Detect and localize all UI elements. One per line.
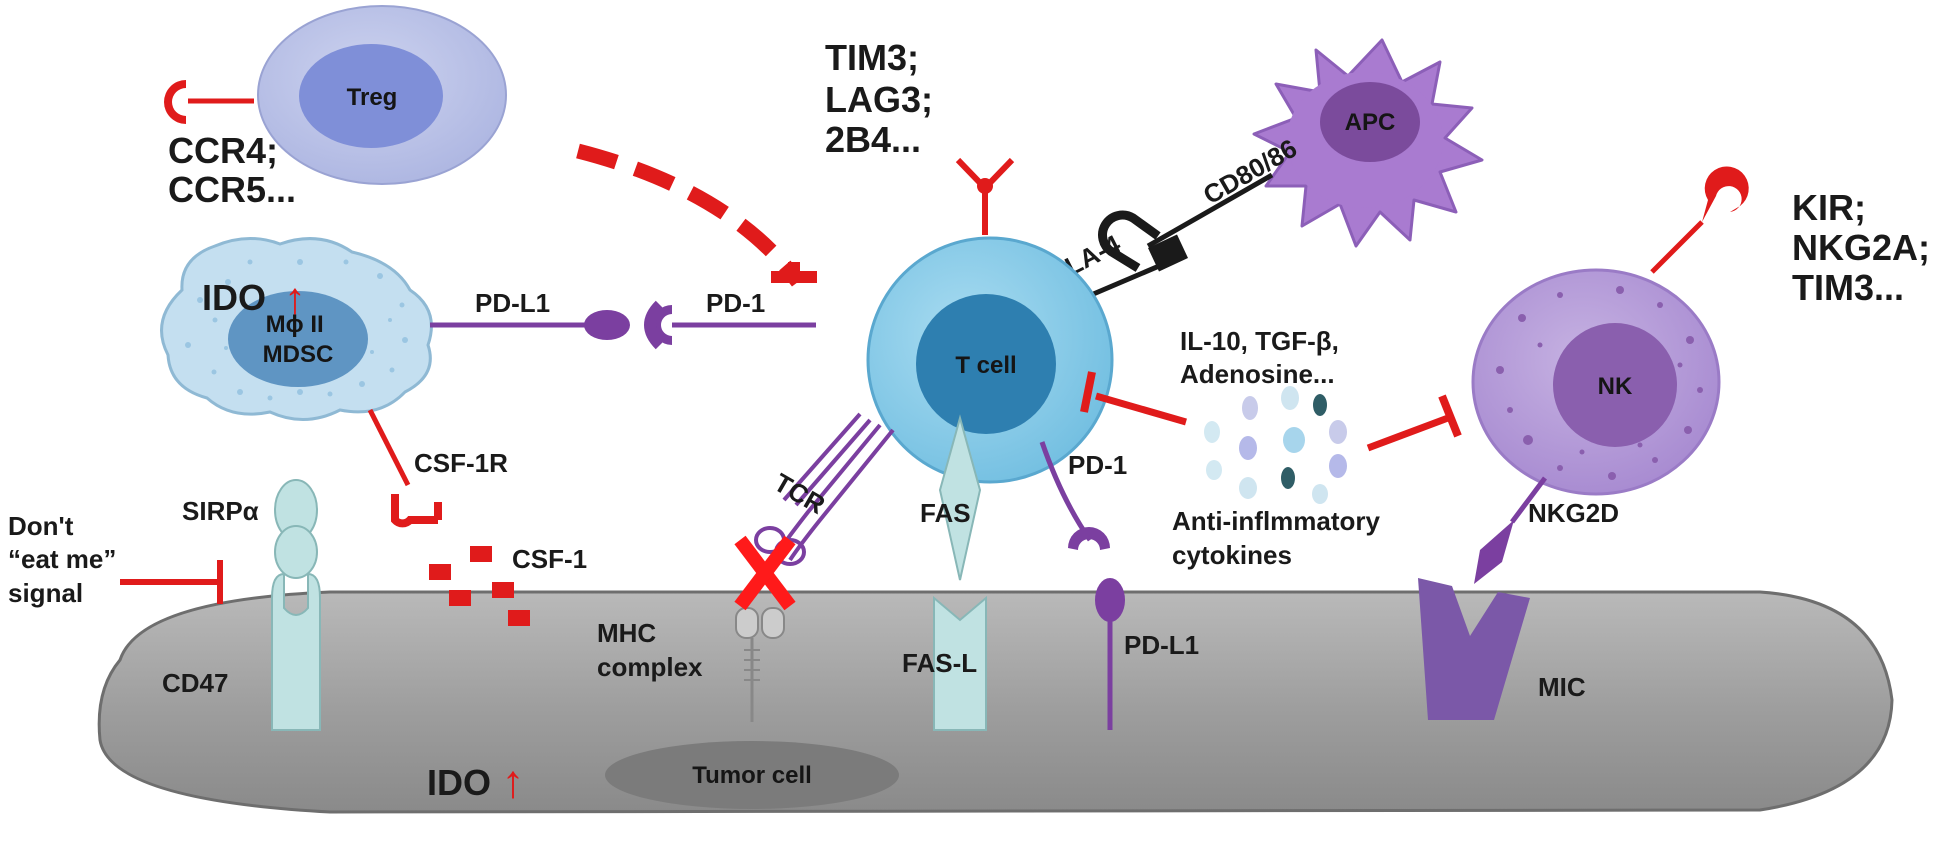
t-cell-checkpoint-receptor: TIM3; LAG3; 2B4... (825, 37, 1015, 235)
sirpa-label: SIRPα (182, 496, 259, 526)
t-cell: T cell (866, 236, 1114, 484)
cd80-86-ligand-icon (1098, 210, 1161, 272)
t-cell-checkpoint-labels: TIM3; LAG3; 2B4... (825, 37, 943, 160)
fas-receptor-icon (938, 414, 982, 581)
macrophage-labels: Mϕ II MDSC (263, 311, 334, 368)
kir-receptor-icon (1702, 166, 1749, 222)
ido-tumor-label: IDO (427, 762, 491, 803)
csf1r-label: CSF-1R (414, 448, 508, 478)
ccr-receptor-labels: CCR4; CCR5... (168, 130, 296, 210)
cytokine-caption-label: Anti-inflmmatory cytokines (1172, 506, 1387, 570)
cytokine-particles (1204, 386, 1347, 504)
cytokine-nk-inhibition-arrow (1366, 414, 1450, 452)
nk-label: NK (1598, 373, 1633, 400)
pd1-pdl1-tumor-axis: PD-1 PD-L1 (1039, 441, 1199, 730)
ido-macrophage-label: IDO (202, 277, 266, 318)
treg-cell: Treg CCR4; CCR5... (164, 5, 817, 287)
ccr-receptor-icon (164, 80, 186, 124)
tumor-cell-label: Tumor cell (692, 762, 812, 789)
pd1-pdl1-macrophage-axis: PD-L1 PD-1 (430, 288, 816, 350)
dont-eat-me-label: Don't “eat me” signal (8, 511, 124, 608)
treg-label: Treg (347, 84, 398, 111)
csf1-ligand-squares (429, 546, 530, 626)
pd-l1-macrophage-label: PD-L1 (475, 288, 550, 318)
mhc-complex-icon (735, 607, 785, 722)
nk-cell: NK KIR; NKG2A; TIM3... NKG2D MIC (1418, 166, 1940, 720)
pd-1-top-label: PD-1 (706, 288, 765, 318)
fas-l-label: FAS-L (902, 648, 977, 678)
apc-cell: APC CD80/86 CTLA-4 (1029, 38, 1484, 301)
t-cell-label: T cell (955, 352, 1016, 379)
sirpa-cd47-axis: SIRPα CD47 Don't “eat me” signal (8, 479, 321, 731)
fas-l-ligand-icon (933, 595, 987, 731)
mic-label: MIC (1538, 672, 1586, 702)
fas-label: FAS (920, 498, 971, 528)
cd47-ligand-icon (271, 572, 321, 731)
apc-label: APC (1345, 109, 1396, 136)
mic-ligand-icon (1418, 578, 1530, 720)
anti-inflammatory-cytokines: IL-10, TGF-β, Adenosine... Anti-inflmmat… (1080, 326, 1462, 570)
cytokine-list-label: IL-10, TGF-β, Adenosine... (1180, 326, 1346, 389)
ido-tumor-up-arrow-icon: ↑ (502, 755, 525, 807)
csf1-label: CSF-1 (512, 544, 587, 574)
cytokine-t-cell-inhibition-arrow (1095, 392, 1187, 426)
csf1r-axis: CSF-1R CSF-1 (367, 408, 587, 626)
ctla4-receptor-icon (1148, 234, 1188, 272)
pd-l1-tumor-ligand-icon (1095, 578, 1125, 622)
tcr-mhc-axis: TCR MHC complex (597, 412, 895, 722)
mhc-complex-label: MHC complex (597, 618, 703, 682)
pd-1-lower-receptor-icon (1068, 527, 1110, 550)
pd-l1-ligand-icon (584, 310, 630, 340)
nkg2d-receptor-icon (1474, 520, 1514, 584)
checkpoint-receptor-icon (977, 178, 993, 194)
pd-l1-tumor-label: PD-L1 (1124, 630, 1199, 660)
blocked-x-icon (734, 535, 796, 611)
tumor-cell: Tumor cell IDO ↑ (97, 590, 1894, 814)
ido-macrophage-up-arrow-icon: ↑ (284, 274, 306, 323)
pd-1-lower-label: PD-1 (1068, 450, 1127, 480)
fas-fasl-axis: FAS FAS-L (902, 414, 987, 731)
cd47-label: CD47 (162, 668, 228, 698)
macrophage-mdsc-cell: Mϕ II MDSC IDO ↑ (160, 236, 433, 422)
cd80-86-stalk (1146, 172, 1274, 249)
nk-receptor-labels: KIR; NKG2A; TIM3... (1792, 187, 1940, 308)
tumor-nucleus (605, 741, 899, 809)
nkg2d-label: NKG2D (1528, 498, 1619, 528)
treg-inhibition-dashed-arrow (576, 143, 805, 287)
